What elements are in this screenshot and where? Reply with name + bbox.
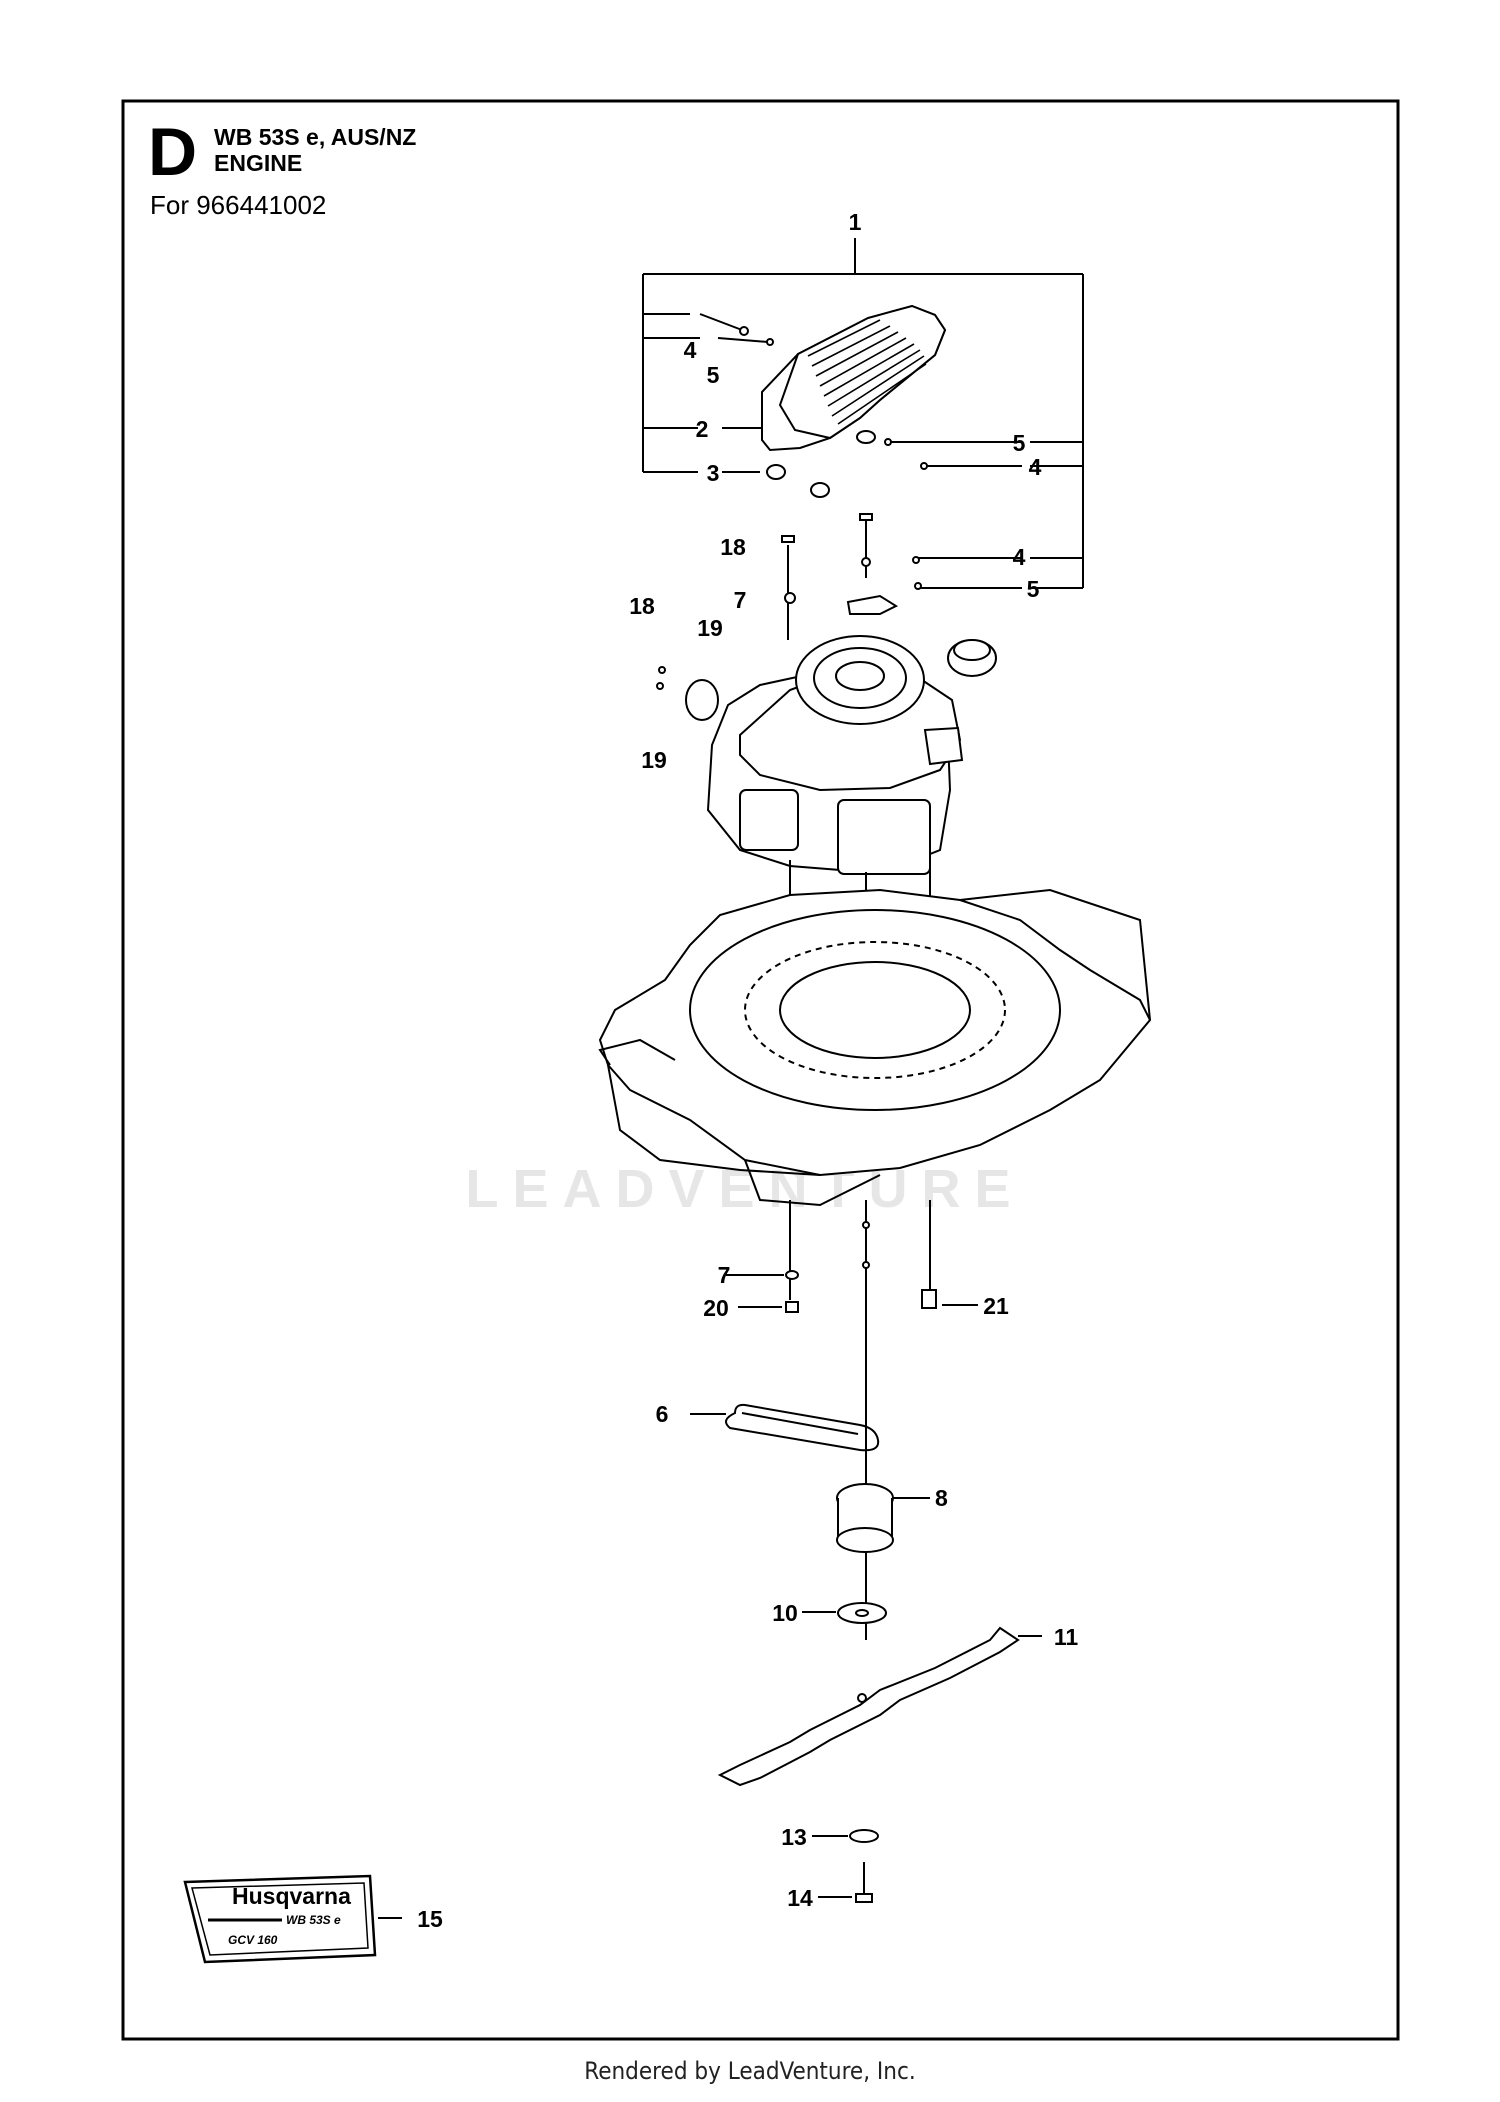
callout-4-b: 4: [1029, 454, 1042, 480]
drive-belt: [690, 1403, 880, 1452]
callout-labels: 1 2 3 4 5 5 4 4 5 18 7 18 19 19 7 20 21 …: [417, 209, 1078, 1932]
mower-deck: [598, 888, 1152, 1207]
callout-2: 2: [696, 416, 709, 442]
section-letter: D: [148, 114, 198, 190]
callout-16: 18: [629, 593, 655, 619]
model-title: WB 53S e, AUS/NZ: [214, 124, 417, 150]
callout-5-a: 5: [707, 362, 720, 388]
callout-17: 19: [697, 615, 723, 641]
diagram-frame: [121, 99, 1400, 2041]
blade-fasteners: [812, 1829, 879, 1903]
washer-10: [802, 1602, 887, 1624]
serial-number: For 966441002: [150, 190, 327, 220]
callout-6: 6: [656, 1401, 669, 1427]
callout-4-c: 4: [1013, 544, 1026, 570]
callout-13: 13: [781, 1824, 807, 1850]
callout-15: 15: [417, 1906, 443, 1932]
callout-1: 1: [849, 209, 862, 235]
mower-blade: [717, 1626, 1042, 1787]
callout-18: 18: [720, 534, 746, 560]
callout-19: 19: [641, 747, 667, 773]
section-name: ENGINE: [214, 150, 303, 176]
callout-10: 10: [772, 1600, 798, 1626]
blade-adapter: [836, 1483, 930, 1553]
husqvarna-decal: Husqvarna WB 53S e GCV 160: [183, 1874, 402, 1964]
callout-14: 14: [787, 1885, 813, 1911]
callout-7-b: 7: [718, 1262, 731, 1288]
callout-3: 3: [707, 460, 720, 486]
decal-brand: Husqvarna: [232, 1883, 351, 1909]
callout-21: 21: [983, 1293, 1009, 1319]
callout-20: 20: [703, 1295, 729, 1321]
callout-5-c: 5: [1027, 576, 1040, 602]
callout-7-a: 7: [734, 587, 747, 613]
callout-8: 8: [935, 1485, 948, 1511]
callout-5-b: 5: [1013, 430, 1026, 456]
decal-spec: GCV 160: [228, 1933, 278, 1947]
lower-fasteners: [726, 1200, 978, 1640]
callout-4-a: 4: [684, 337, 697, 363]
callout-11: 11: [1054, 1624, 1079, 1650]
engine-cover-group: [642, 238, 1084, 589]
decal-model: WB 53S e: [286, 1913, 341, 1927]
footer-credit: Rendered by LeadVenture, Inc.: [584, 2057, 916, 2085]
engine-group: [656, 513, 997, 1010]
watermark-text: LEADVENTURE: [465, 1159, 1024, 1219]
